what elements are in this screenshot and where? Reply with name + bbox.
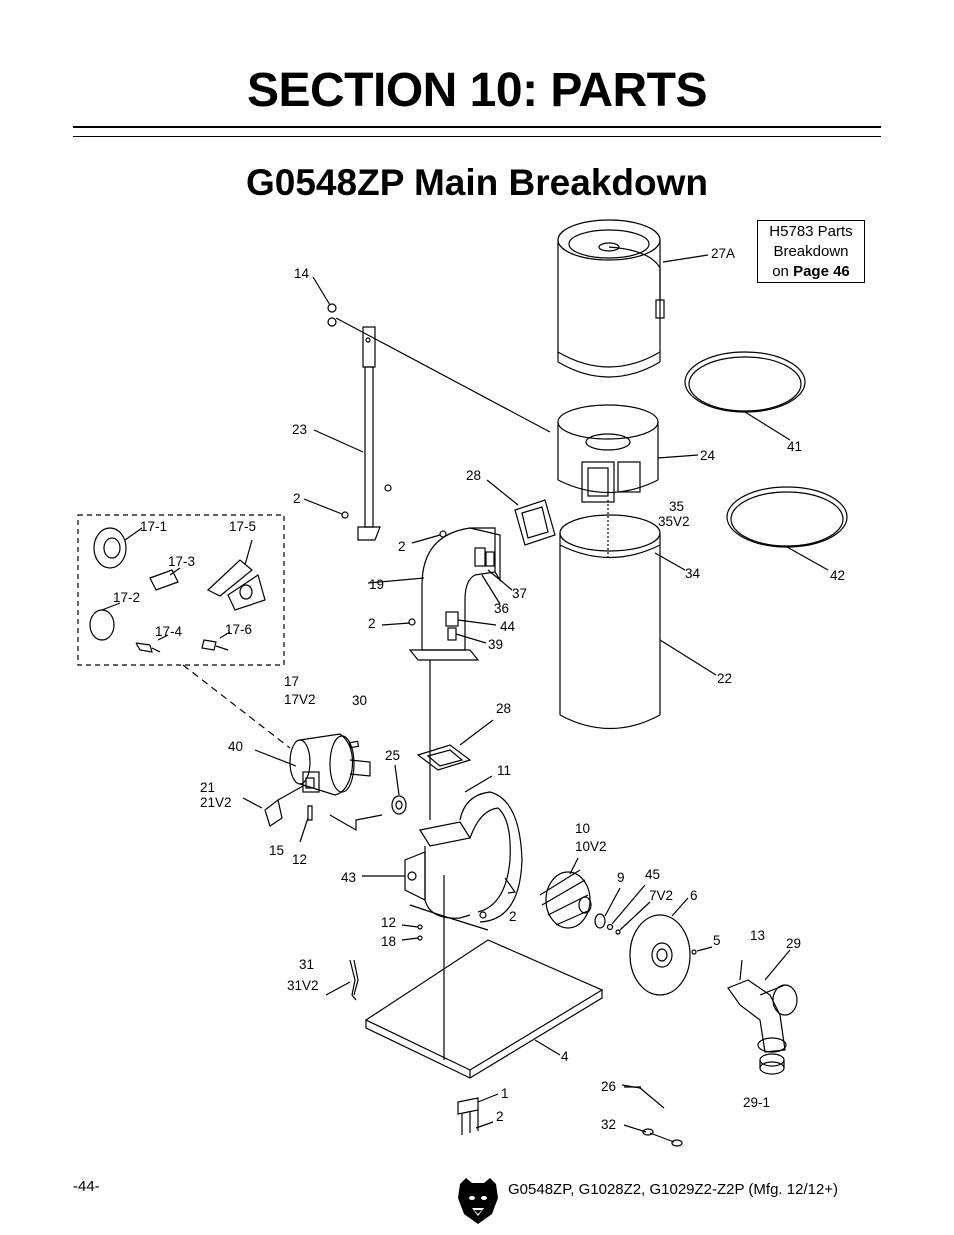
callout-35v2: 35V2 xyxy=(658,514,690,529)
callout-19: 19 xyxy=(369,577,384,592)
collection-bag-22 xyxy=(559,514,717,729)
callout-24: 24 xyxy=(700,448,716,463)
motor-parts-box xyxy=(77,514,285,666)
callout-17-4: 17-4 xyxy=(155,624,183,639)
reference-line-2: Breakdown xyxy=(773,243,849,260)
callout-28-top: 28 xyxy=(466,468,481,483)
callout-2-stand: 2 xyxy=(293,491,301,506)
callout-25: 25 xyxy=(385,748,400,763)
callout-17: 17 xyxy=(284,674,299,689)
callout-15: 15 xyxy=(269,843,284,858)
callout-6: 6 xyxy=(690,888,698,903)
callout-12-base: 12 xyxy=(381,915,396,930)
title-rule-thin xyxy=(73,136,881,137)
switch-21 xyxy=(242,785,313,843)
reference-line-1: H5783 Parts xyxy=(769,223,853,240)
screws-12-18 xyxy=(401,911,487,941)
callout-34: 34 xyxy=(685,566,701,581)
callout-10: 10 xyxy=(575,821,590,836)
callout-2-elbow-top: 2 xyxy=(398,539,406,554)
base-plate-4 xyxy=(364,875,604,1079)
callout-2-housing: 2 xyxy=(509,909,517,924)
y-fitting-29 xyxy=(727,949,798,1075)
callout-7v2: 7V2 xyxy=(649,888,673,903)
callout-11: 11 xyxy=(497,763,511,778)
callout-17-6: 17-6 xyxy=(225,622,252,637)
blower-housing-11 xyxy=(362,775,523,931)
inlet-cover-6 xyxy=(629,897,713,996)
callout-30: 30 xyxy=(352,693,367,708)
hex-wrench-26 xyxy=(621,1084,665,1109)
callout-29: 29 xyxy=(786,936,801,951)
diagram-title: G0548ZP Main Breakdown xyxy=(246,162,708,203)
callout-29-1: 29-1 xyxy=(743,1095,770,1110)
callout-13: 13 xyxy=(750,928,765,943)
callout-21: 21 xyxy=(200,780,215,795)
callout-26: 26 xyxy=(601,1079,616,1094)
power-cord-31 xyxy=(325,959,359,1001)
callout-12-motor: 12 xyxy=(292,852,307,867)
callout-37: 37 xyxy=(512,586,527,601)
callout-39: 39 xyxy=(488,637,503,652)
reference-prefix: on xyxy=(772,263,794,280)
callout-28-mid: 28 xyxy=(496,701,511,716)
impeller-hardware xyxy=(594,884,651,935)
title-rule-thick xyxy=(73,126,881,128)
callout-17-2: 17-2 xyxy=(113,590,140,605)
callout-35: 35 xyxy=(669,499,684,514)
callout-31v2: 31V2 xyxy=(287,978,319,993)
callout-36: 36 xyxy=(494,601,509,616)
reference-page-link[interactable]: Page 46 xyxy=(793,263,850,280)
washer-25 xyxy=(391,764,407,815)
page-number: -44- xyxy=(73,1178,100,1195)
inlet-ring-24 xyxy=(557,404,699,560)
page-title: SECTION 10: PARTS xyxy=(246,64,708,117)
impeller-10 xyxy=(539,857,592,929)
gasket-28-top xyxy=(486,479,556,546)
callout-17-3: 17-3 xyxy=(168,554,195,569)
canister-filter-27a xyxy=(557,219,709,378)
elbow-duct-19 xyxy=(367,527,513,820)
parts-reference-box: H5783 Parts Breakdown on Page 46 xyxy=(757,220,865,283)
callout-1: 1 xyxy=(501,1086,509,1101)
caster-1 xyxy=(457,1093,499,1135)
callout-10v2: 10V2 xyxy=(575,839,607,854)
callout-2-elbow: 2 xyxy=(368,616,376,631)
gasket-28-mid xyxy=(416,719,494,771)
band-41 xyxy=(684,351,806,441)
callout-4: 4 xyxy=(561,1049,569,1064)
callout-labels: 27A 14 23 41 24 28 2 35 35V2 2 34 42 19 … xyxy=(113,246,845,1132)
callout-18: 18 xyxy=(381,934,396,949)
motor-17 xyxy=(254,733,383,832)
callout-17-1: 17-1 xyxy=(140,519,167,534)
callout-41: 41 xyxy=(787,439,802,454)
callout-27a: 27A xyxy=(711,246,735,261)
callout-2-caster: 2 xyxy=(496,1109,504,1124)
model-info: G0548ZP, G1028Z2, G1029Z2-Z2P (Mfg. 12/1… xyxy=(508,1181,839,1198)
callout-42: 42 xyxy=(830,568,845,583)
motor-subparts xyxy=(89,527,266,653)
callout-32: 32 xyxy=(601,1117,616,1132)
callout-45: 45 xyxy=(645,867,660,882)
callout-21v2: 21V2 xyxy=(200,795,232,810)
callout-43: 43 xyxy=(341,870,356,885)
callout-40: 40 xyxy=(228,739,243,754)
stand-rod-23 xyxy=(303,276,551,541)
callout-44: 44 xyxy=(500,619,516,634)
callout-5: 5 xyxy=(713,933,721,948)
callout-22: 22 xyxy=(717,671,732,686)
bear-head-logo-icon xyxy=(458,1178,498,1224)
callout-14: 14 xyxy=(294,266,310,281)
callout-17v2: 17V2 xyxy=(284,692,316,707)
callout-31: 31 xyxy=(299,957,314,972)
motor-leader-dashed xyxy=(182,664,291,749)
reference-line-3: on Page 46 xyxy=(758,262,864,282)
wrench-32 xyxy=(623,1124,683,1147)
callout-23: 23 xyxy=(292,422,307,437)
callout-9: 9 xyxy=(617,870,625,885)
band-42 xyxy=(726,486,848,571)
callout-17-5: 17-5 xyxy=(229,519,256,534)
